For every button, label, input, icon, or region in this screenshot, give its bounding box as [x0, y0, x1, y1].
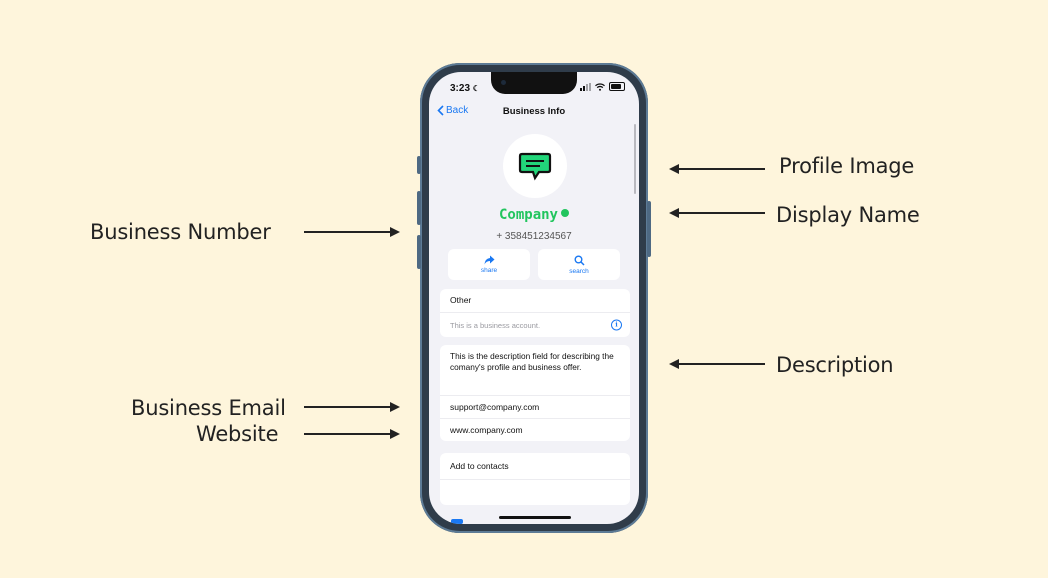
contacts-section: Add to contacts [440, 453, 630, 505]
business-account-note: This is a business account. i [440, 312, 630, 337]
other-header: Other [450, 295, 472, 305]
status-time: 3:23 ☾ [450, 83, 480, 94]
callout-display-name: Display Name [776, 203, 920, 227]
arrow-website [304, 429, 400, 439]
profile-image[interactable] [503, 134, 567, 198]
info-icon[interactable]: i [611, 319, 622, 331]
battery-icon [609, 82, 625, 91]
callout-profile-image: Profile Image [779, 154, 915, 178]
status-icons [580, 82, 625, 91]
callout-business-number: Business Number [90, 220, 271, 244]
search-icon [574, 255, 585, 266]
volume-down-button [417, 235, 421, 269]
arrow-display-name [669, 208, 765, 218]
add-to-contacts-button[interactable]: Add to contacts [450, 461, 509, 471]
volume-up-button [417, 191, 421, 225]
moon-icon: ☾ [472, 84, 480, 93]
silent-switch [417, 156, 421, 174]
share-icon [484, 255, 494, 265]
business-number: + 358451234567 [496, 231, 572, 242]
business-email[interactable]: support@company.com [440, 395, 630, 418]
chevron-left-icon [437, 105, 444, 116]
arrow-business-email [304, 402, 400, 412]
home-indicator[interactable] [499, 516, 571, 519]
chat-bubble-icon [518, 152, 552, 181]
search-button[interactable]: search [538, 249, 620, 280]
power-button [647, 201, 651, 257]
arrow-business-number [304, 227, 400, 237]
website-link[interactable]: www.company.com [440, 418, 630, 441]
camera [501, 80, 506, 85]
tab-indicator [451, 519, 463, 524]
verified-badge-icon [561, 209, 569, 217]
scrollbar[interactable] [634, 124, 636, 194]
back-label: Back [446, 105, 469, 116]
page-title: Business Info [502, 106, 566, 117]
signal-icon [580, 82, 591, 91]
share-label: share [480, 267, 498, 274]
details-section: This is the description field for descri… [440, 345, 630, 441]
arrow-profile-image [669, 164, 765, 174]
notch [491, 72, 577, 94]
description: This is the description field for descri… [450, 351, 614, 372]
phone-screen: 3:23 ☾ Back Business Info Company + 3584… [429, 72, 639, 524]
share-button[interactable]: share [448, 249, 530, 280]
search-label: search [569, 267, 589, 275]
phone-frame: 3:23 ☾ Back Business Info Company + 3584… [417, 63, 651, 533]
callout-business-email: Business Email [131, 396, 286, 420]
display-name: Company [429, 207, 639, 223]
callout-description: Description [776, 353, 894, 377]
wifi-icon [595, 82, 605, 91]
arrow-description [669, 359, 765, 369]
contacts-empty-row [440, 479, 630, 505]
callout-website: Website [196, 422, 279, 446]
back-button[interactable]: Back [437, 105, 468, 116]
other-section: Other This is a business account. i [440, 289, 630, 337]
